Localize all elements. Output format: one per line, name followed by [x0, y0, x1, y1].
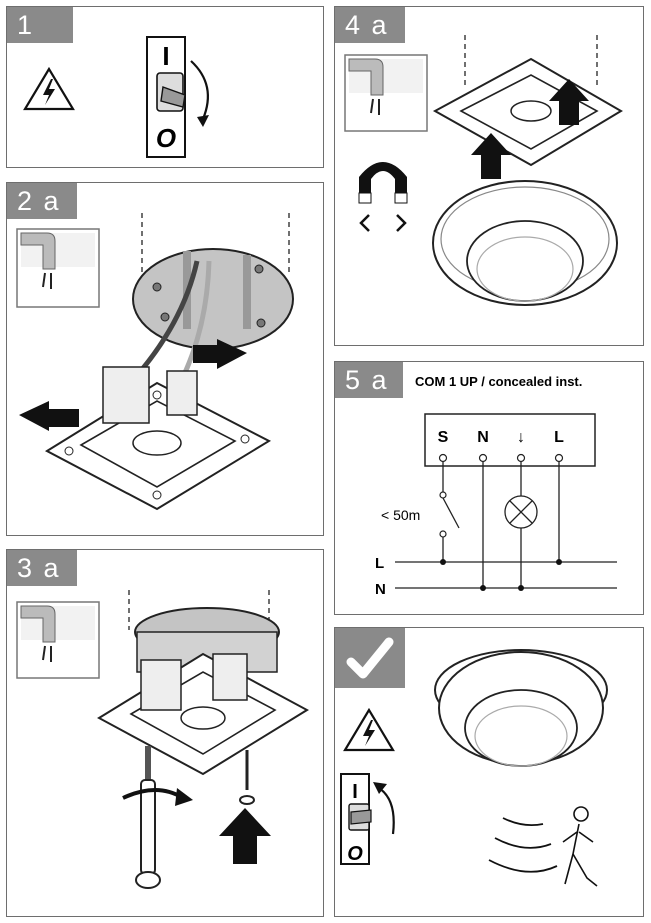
- diagram-title: COM 1 UP / concealed inst.: [415, 374, 582, 389]
- switch-off-arrow-icon: [190, 60, 209, 127]
- mounting-plate: [44, 366, 272, 511]
- breaker-switch-icon: [340, 773, 372, 865]
- ceiling-box: [134, 607, 280, 673]
- screwdriver-icon: [135, 746, 161, 889]
- terminal-n: N: [477, 429, 489, 446]
- step-done-label: [335, 628, 405, 688]
- magnet-icon: [358, 162, 408, 232]
- step-1-illustration: I O: [23, 36, 209, 158]
- step-3a-panel: 3 a: [6, 549, 324, 917]
- pushbutton-switch: [442, 497, 460, 529]
- terminal-s: S: [438, 429, 449, 446]
- push-up-arrow-icon: [219, 808, 271, 864]
- rotate-arrow-icon: [122, 788, 193, 806]
- electric-hazard-icon: [23, 66, 75, 111]
- push-up-arrow-icon: [549, 79, 589, 125]
- step-3a-label: 3 a: [7, 550, 77, 586]
- step-5a-panel: 5 a COM 1 UP / concealed inst. S N ↓ L L…: [334, 361, 644, 615]
- step-2a-illustration: [16, 213, 294, 511]
- sensor-device: [434, 649, 608, 767]
- line-n-label: N: [375, 581, 386, 598]
- step-1-label: 1: [7, 7, 73, 43]
- step-3a-illustration: [16, 590, 310, 889]
- step-done-panel: I O: [334, 627, 644, 917]
- step-4a-label: 4 a: [335, 7, 405, 43]
- line-l-label: L: [375, 555, 384, 572]
- breaker-switch-icon: [146, 36, 186, 158]
- electric-hazard-icon: [343, 707, 395, 752]
- terminal-output: ↓: [517, 429, 525, 446]
- lamp-icon: [504, 495, 538, 529]
- switch-on-arrow-icon: [373, 782, 395, 835]
- switch-off-label: O: [156, 123, 176, 153]
- walking-person-icon: [562, 806, 598, 887]
- push-arrow-right-icon: [193, 339, 247, 369]
- push-arrow-left-icon: [19, 401, 79, 431]
- step-1-panel: 1 I O: [6, 6, 324, 168]
- switch-on-label: I: [162, 41, 169, 71]
- switch-on-label: I: [352, 781, 358, 803]
- step-4a-illustration: [344, 35, 623, 306]
- push-up-arrow-icon: [471, 133, 511, 179]
- screw-icon: [239, 750, 255, 805]
- terminal-block: [424, 413, 596, 467]
- step-2a-label: 2 a: [7, 183, 77, 219]
- concealed-box-icon: [16, 601, 100, 679]
- concealed-box-icon: [344, 54, 428, 132]
- step-done-illustration: I O: [340, 649, 608, 887]
- ceiling-box: [132, 248, 294, 350]
- concealed-box-icon: [16, 228, 100, 308]
- step-4a-panel: 4 a: [334, 6, 644, 346]
- terminal-l: L: [554, 429, 564, 446]
- step-2a-panel: 2 a: [6, 182, 324, 536]
- switch-off-label: O: [347, 843, 363, 865]
- mounting-plate: [432, 57, 623, 167]
- wiring-diagram: COM 1 UP / concealed inst. S N ↓ L L N <…: [375, 374, 617, 598]
- sensor-device: [432, 180, 618, 306]
- motion-waves-icon: [488, 817, 558, 873]
- distance-label: < 50m: [381, 507, 420, 523]
- step-5a-label: 5 a: [335, 362, 403, 398]
- mounting-plate: [96, 652, 310, 776]
- check-mark-icon: [346, 637, 394, 679]
